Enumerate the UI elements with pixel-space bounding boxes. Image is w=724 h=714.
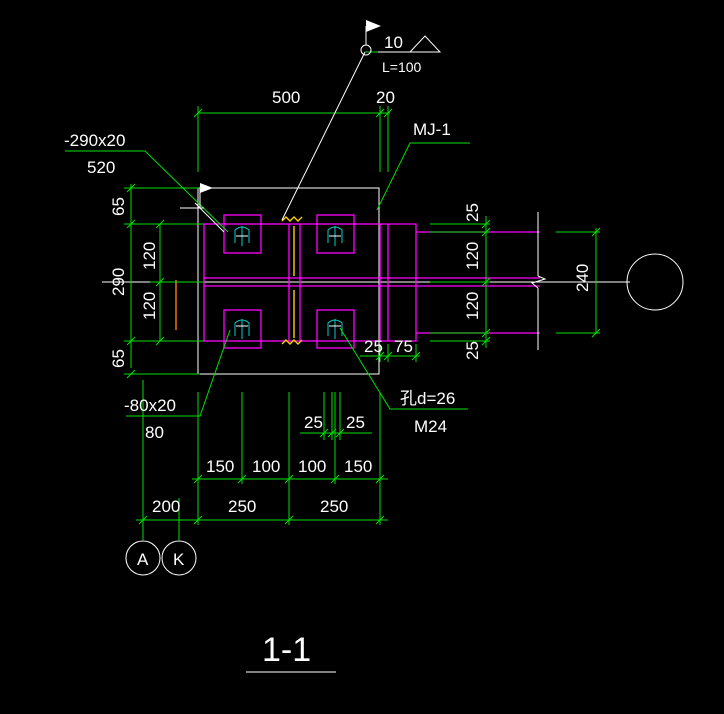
dim-bot-200: 200 <box>152 497 180 516</box>
dim-left-120-b: 120 <box>140 292 159 320</box>
dim-right-120-a: 120 <box>463 242 482 270</box>
dim-left-120-a: 120 <box>140 242 159 270</box>
grid-bubble-K <box>161 540 197 576</box>
dim-right-120-b: 120 <box>463 292 482 320</box>
welds <box>175 216 303 345</box>
anchor-bolts <box>234 226 343 339</box>
dim-bot-250-a: 250 <box>228 497 256 516</box>
bolt-br <box>327 319 343 339</box>
dim-20: 20 <box>376 88 395 107</box>
dim-left-65-top: 65 <box>109 197 128 216</box>
dim-bot-25-a: 25 <box>304 413 323 432</box>
dim-left-290: 290 <box>109 268 128 296</box>
dimension-lines <box>65 51 601 540</box>
callout-bolt-hole: 孔d=26 <box>400 389 455 408</box>
grid-bubble-A <box>125 540 161 576</box>
callout-plate-top: -290x20 <box>64 131 125 150</box>
grid-label-A: A <box>137 550 149 569</box>
grid-label-K: K <box>173 550 185 569</box>
dim-mid-75: 75 <box>394 337 413 356</box>
callout-plate-bottom: -80x20 <box>124 396 176 415</box>
section-title: 1-1 <box>262 631 311 669</box>
dim-right-240: 240 <box>573 264 592 292</box>
dim-bot-25-b: 25 <box>346 413 365 432</box>
dim-mid-25: 25 <box>364 337 383 356</box>
dim-bot-100-b: 100 <box>298 457 326 476</box>
weld-size: 10 <box>384 33 403 52</box>
weld-length: L=100 <box>382 59 422 75</box>
callout-bolt: M24 <box>414 417 447 436</box>
dim-right-25-bot: 25 <box>463 341 482 360</box>
bolt-tr <box>327 226 343 246</box>
beam-stub <box>379 212 547 350</box>
bolt-bl <box>234 319 250 339</box>
dim-left-65-bot: 65 <box>109 349 128 368</box>
callout-plate-top-len: 520 <box>87 158 115 177</box>
dim-right-25-top: 25 <box>463 203 482 222</box>
dim-bot-100-a: 100 <box>252 457 280 476</box>
axis-circle-right <box>626 253 684 311</box>
callout-plate-bottom-len: 80 <box>145 423 164 442</box>
callout-mj1: MJ-1 <box>413 120 451 139</box>
dim-bot-250-b: 250 <box>320 497 348 516</box>
weld-symbol <box>180 20 442 233</box>
dim-500: 500 <box>272 88 300 107</box>
bolt-tl <box>234 226 250 246</box>
dim-bot-150-a: 150 <box>206 457 234 476</box>
dim-bot-150-b: 150 <box>344 457 372 476</box>
